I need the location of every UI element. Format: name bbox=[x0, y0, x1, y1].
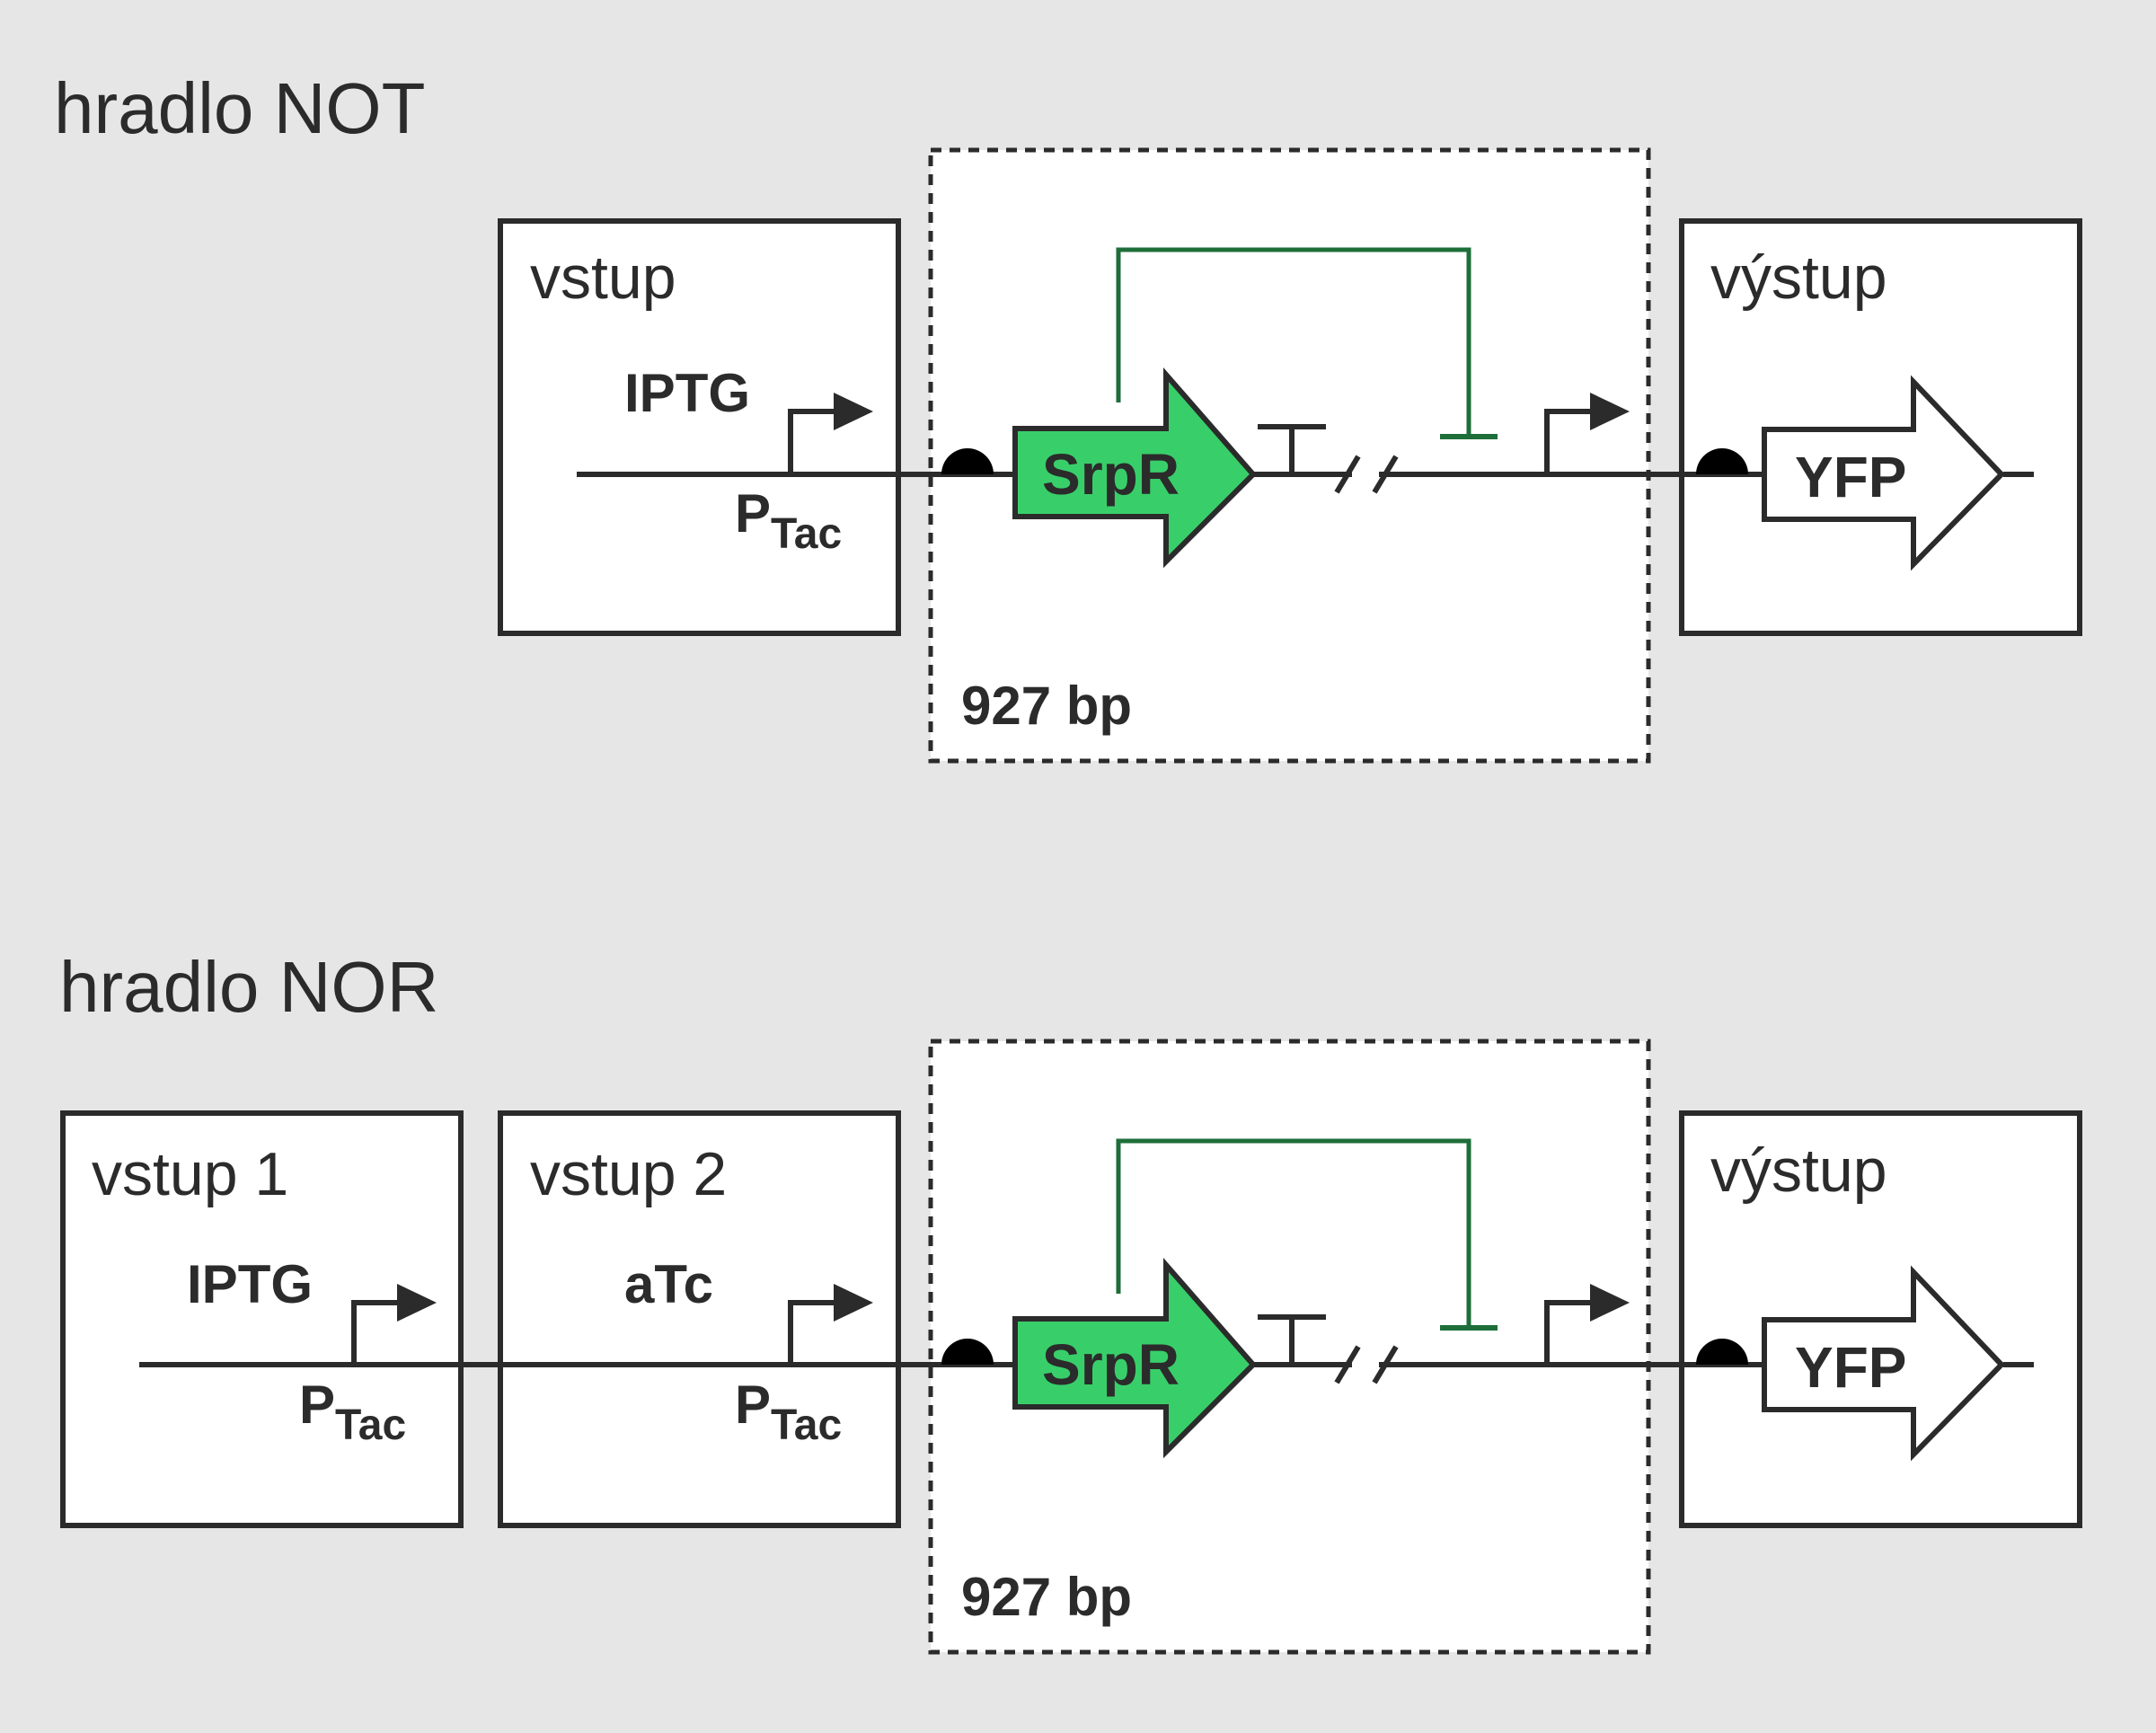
promoter-2-label: PTac bbox=[735, 1375, 842, 1449]
inducer-2-label: aTc bbox=[624, 1254, 713, 1314]
output-box-label: výstup bbox=[1710, 1136, 1887, 1205]
output-rbs-icon bbox=[1696, 1339, 1748, 1365]
input-2-box bbox=[498, 1110, 901, 1528]
terminator-icon bbox=[1258, 1314, 1326, 1365]
rbs-icon bbox=[941, 1339, 994, 1365]
yfp-gene-arrow bbox=[1762, 375, 2006, 571]
promoter-label: PTac bbox=[735, 483, 842, 558]
input-box-label: vstup bbox=[530, 243, 676, 312]
output-box-label: výstup bbox=[1710, 243, 1887, 312]
promoter-2-arrow-icon bbox=[788, 1284, 873, 1365]
srpr-gene-label: SrpR bbox=[1042, 1332, 1180, 1397]
rbs-icon bbox=[941, 448, 994, 474]
repression-line bbox=[1116, 247, 1471, 436]
srpr-gene-arrow bbox=[1012, 367, 1258, 569]
terminator-icon bbox=[1258, 424, 1326, 474]
not-gate-title: hradlo NOT bbox=[54, 68, 425, 148]
yfp-gene-label: YFP bbox=[1795, 1335, 1906, 1400]
input-box bbox=[498, 218, 901, 636]
input-2-box-label: vstup 2 bbox=[530, 1140, 727, 1208]
promoter-arrow-icon bbox=[788, 393, 873, 474]
input-1-box-label: vstup 1 bbox=[92, 1140, 288, 1208]
nor-gate-title: hradlo NOR bbox=[59, 947, 438, 1027]
dna-break-icon bbox=[1334, 455, 1399, 494]
output-rbs-icon bbox=[1696, 448, 1748, 474]
inducer-1-label: IPTG bbox=[187, 1254, 313, 1314]
not-gate: hradlo NOT vstup výstup IPTG PTac SrpR bbox=[54, 68, 2082, 764]
repression-line bbox=[1116, 1138, 1471, 1327]
input-1-box bbox=[60, 1110, 464, 1528]
output-promoter-arrow-icon bbox=[1544, 393, 1630, 474]
srpr-gene-label: SrpR bbox=[1042, 442, 1180, 507]
promoter-1-label: PTac bbox=[299, 1375, 406, 1449]
promoter-1-arrow-icon bbox=[351, 1284, 437, 1365]
core-size-label: 927 bp bbox=[961, 1567, 1132, 1627]
yfp-gene-label: YFP bbox=[1795, 445, 1906, 509]
srpr-gene-arrow bbox=[1012, 1258, 1258, 1459]
core-size-label: 927 bp bbox=[961, 676, 1132, 736]
yfp-gene-arrow bbox=[1762, 1265, 2006, 1462]
nor-gate: hradlo NOR vstup 1 vstup 2 výstup IPTG P… bbox=[59, 947, 2082, 1655]
output-promoter-arrow-icon bbox=[1544, 1284, 1630, 1365]
dna-break-icon bbox=[1334, 1345, 1399, 1384]
inducer-label: IPTG bbox=[624, 363, 750, 423]
